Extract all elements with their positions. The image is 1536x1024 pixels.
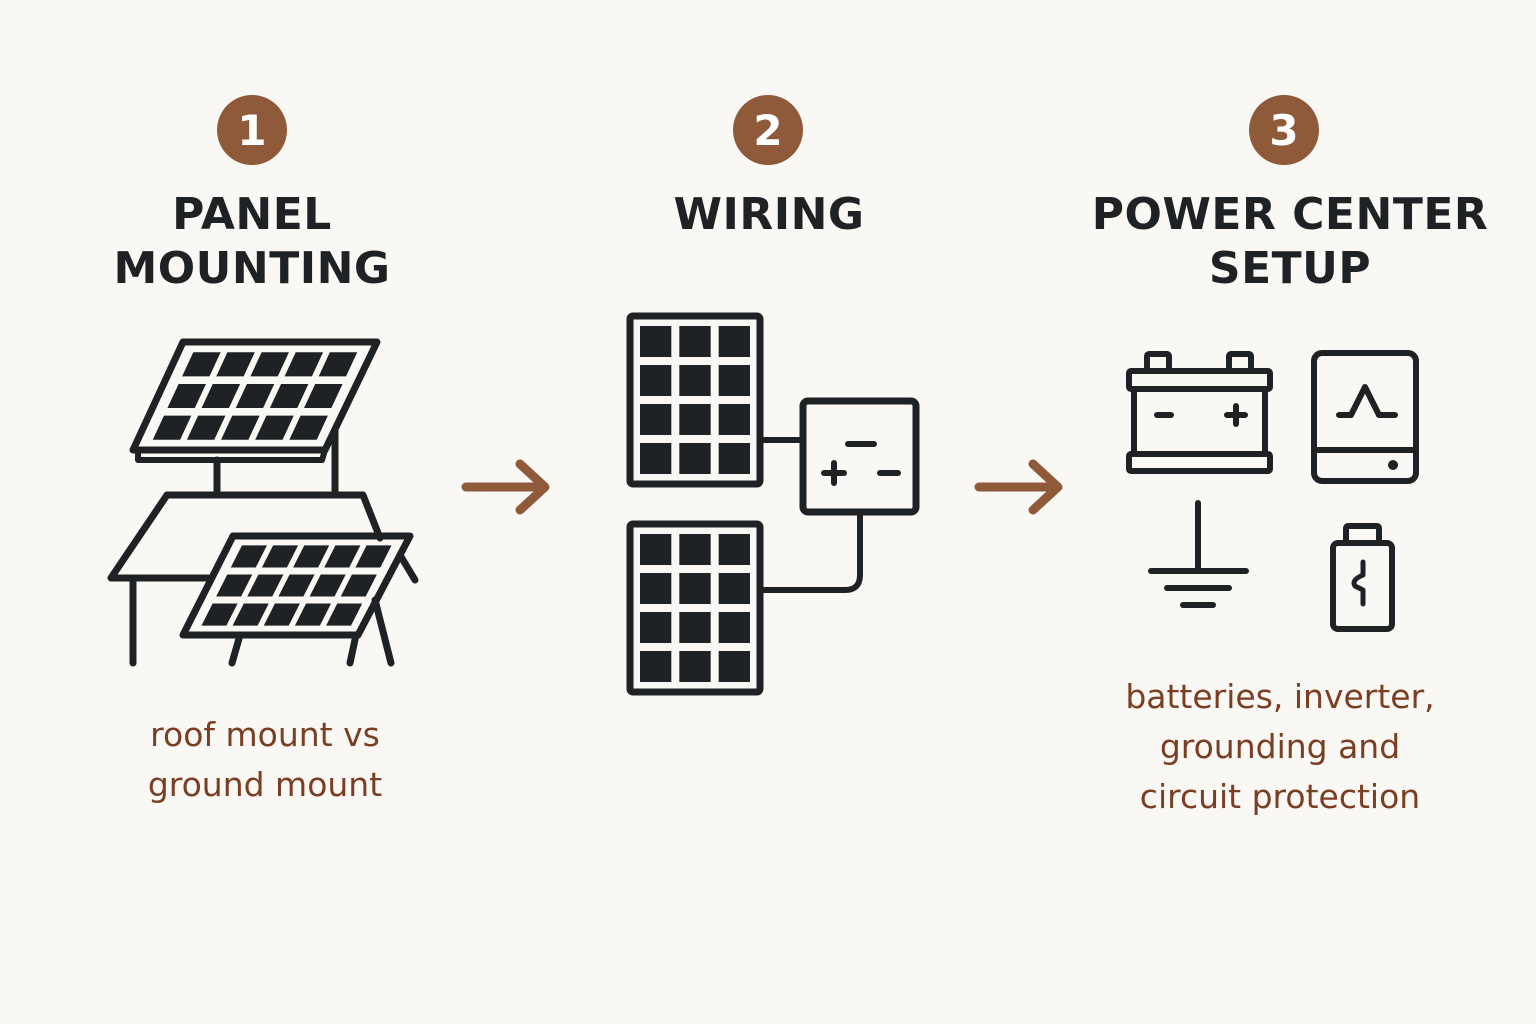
solar-cell: [201, 383, 241, 409]
solar-cell: [679, 534, 711, 565]
solar-cell: [640, 404, 672, 435]
solar-cell: [679, 404, 711, 435]
step-3-badge: 3: [1249, 95, 1319, 165]
solar-cell: [235, 383, 275, 409]
solar-cell: [718, 443, 750, 474]
step-1-caption: roof mount vs ground mount: [147, 715, 383, 804]
solar-cell: [718, 651, 750, 682]
step-3-title: POWER CENTER SETUP: [1091, 189, 1489, 294]
solar-cell: [294, 603, 332, 626]
grounding-icon: [1148, 500, 1249, 608]
solar-cell: [679, 326, 711, 357]
solar-cell: [718, 534, 750, 565]
solar-cell: [679, 365, 711, 396]
panel-wiring-icon: [626, 312, 920, 696]
battery-icon: [1126, 351, 1273, 474]
solar-cell: [718, 326, 750, 357]
solar-cell: [221, 415, 260, 440]
solar-cell: [309, 574, 346, 597]
solar-cell: [326, 603, 363, 626]
step-1-title: PANEL MOUNTING: [113, 189, 391, 294]
solar-panel-bottom: [626, 520, 764, 696]
solar-cell: [263, 603, 300, 626]
solar-cell: [640, 443, 672, 474]
solar-cell: [679, 612, 711, 643]
solar-cell: [289, 415, 328, 440]
solar-cell: [255, 415, 294, 440]
solar-panel-top: [626, 312, 764, 488]
solar-cell: [167, 383, 206, 409]
solar-cell: [269, 383, 309, 409]
solar-cell: [318, 352, 358, 377]
solar-cell: [232, 603, 269, 626]
step-1-badge: 1: [217, 95, 287, 165]
arrow-right-icon: [974, 459, 1063, 515]
solar-cell: [355, 545, 392, 568]
solar-cell: [284, 352, 324, 377]
solar-cell: [182, 352, 221, 377]
solar-cell: [640, 612, 672, 643]
solar-cell: [640, 651, 672, 682]
roof-outline: [107, 491, 384, 582]
ground-panel: [179, 532, 414, 639]
solar-cell: [304, 383, 343, 409]
solar-cell: [640, 573, 672, 604]
solar-cell: [216, 352, 255, 377]
solar-cell: [293, 545, 330, 568]
combiner-box: [799, 397, 920, 516]
solar-cell: [640, 534, 672, 565]
solar-cell: [340, 574, 377, 597]
solar-cell: [261, 545, 299, 568]
solar-cell: [640, 365, 672, 396]
solar-cell: [679, 573, 711, 604]
solar-cell: [278, 574, 315, 597]
solar-cell: [250, 352, 289, 377]
solar-cell: [718, 612, 750, 643]
solar-cell: [152, 415, 192, 440]
solar-panel-mounting-icon: [107, 338, 419, 667]
step-2-title: WIRING: [673, 189, 865, 240]
solar-cell: [679, 651, 711, 682]
solar-cell: [640, 326, 672, 357]
solar-cell: [679, 443, 711, 474]
inverter-icon: [1311, 350, 1419, 484]
solar-cell: [718, 365, 750, 396]
step-2-badge: 2: [733, 95, 803, 165]
circuit-protection-icon: [1330, 523, 1395, 632]
roof-panel: [129, 338, 381, 463]
step-3-caption: batteries, inverter, grounding and circu…: [1125, 677, 1435, 816]
arrow-right-icon: [461, 459, 550, 515]
solar-cell: [718, 404, 750, 435]
solar-cell: [718, 573, 750, 604]
solar-cell: [201, 603, 238, 626]
solar-cell: [216, 574, 253, 597]
solar-cell: [247, 574, 284, 597]
solar-cell: [324, 545, 361, 568]
solar-cell: [230, 545, 267, 568]
solar-cell: [186, 415, 226, 440]
